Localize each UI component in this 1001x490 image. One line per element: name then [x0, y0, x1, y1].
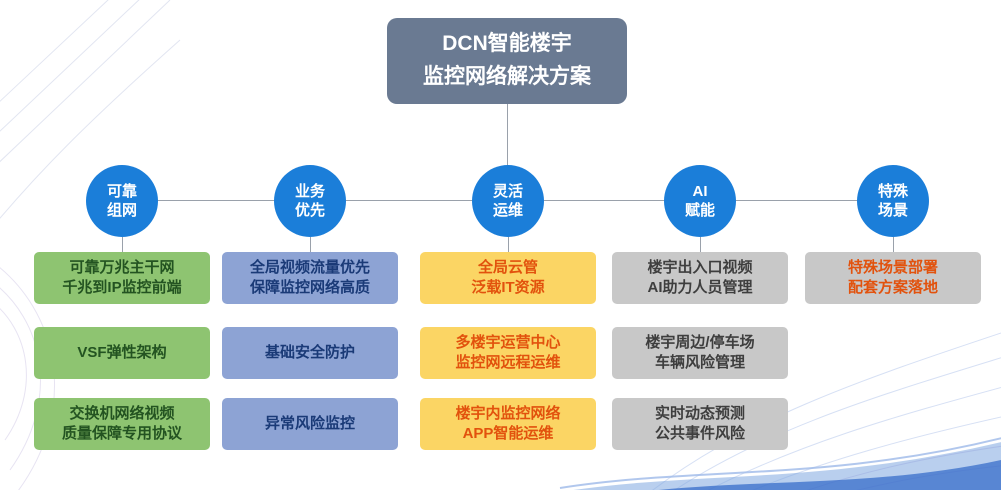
feature-text-line: 质量保障专用协议 — [61, 425, 182, 442]
feature-text-line: 基础安全防护 — [264, 343, 355, 361]
branch-label-line: 业务 — [294, 182, 325, 200]
feature-text-line: 楼宇周边/停车场 — [645, 333, 755, 351]
feature-box: 全局云管 泛载IT资源 — [420, 252, 596, 304]
branch-circle-reliable-network: 可靠 组网 — [86, 165, 158, 237]
feature-text-line: 异常风险监控 — [264, 414, 355, 432]
feature-box: 多楼宇运营中心 监控网远程运维 — [420, 327, 596, 379]
feature-text-line: AI助力人员管理 — [647, 279, 753, 296]
branch-label-line: 场景 — [877, 202, 908, 219]
feature-text-line: 交换机网络视频 — [69, 404, 175, 422]
connector-branch-5 — [893, 237, 894, 252]
branch-label-line: 可靠 — [106, 182, 137, 200]
feature-text-line: 楼宇出入口视频 — [647, 258, 753, 276]
feature-box: 可靠万兆主干网 千兆到IP监控前端 — [34, 252, 210, 304]
feature-text-line: 监控网远程运维 — [455, 354, 561, 371]
connector-root-vertical — [507, 104, 508, 200]
feature-text-line: 实时动态预测 — [654, 404, 745, 422]
feature-box: 楼宇周边/停车场 车辆风险管理 — [612, 327, 788, 379]
feature-text-line: APP智能运维 — [462, 425, 554, 442]
connector-branch-2 — [310, 237, 311, 252]
branch-label-line: 运维 — [492, 202, 523, 219]
root-title-line1: DCN智能楼宇 — [442, 32, 572, 56]
branch-label-line: 优先 — [294, 202, 325, 219]
feature-box: VSF弹性架构 — [34, 327, 210, 379]
branch-circle-business-first: 业务 优先 — [274, 165, 346, 237]
feature-text-line: 特殊场景部署 — [847, 258, 938, 276]
feature-text-line: 配套方案落地 — [847, 279, 938, 296]
feature-box: 楼宇出入口视频 AI助力人员管理 — [612, 252, 788, 304]
feature-text-line: VSF弹性架构 — [77, 343, 167, 361]
root-title-line2: 监控网络解决方案 — [423, 65, 591, 88]
feature-text-line: 公共事件风险 — [654, 425, 745, 442]
branch-label-line: 灵活 — [492, 182, 523, 200]
connector-branch-1 — [122, 237, 123, 252]
branch-circle-special-scenarios: 特殊 场景 — [857, 165, 929, 237]
branch-circle-flexible-ops: 灵活 运维 — [472, 165, 544, 237]
connector-branch-4 — [700, 237, 701, 252]
feature-text-line: 千兆到IP监控前端 — [62, 279, 182, 296]
root-node: DCN智能楼宇 监控网络解决方案 — [387, 18, 627, 104]
feature-text-line: 多楼宇运营中心 — [455, 333, 561, 351]
feature-text-line: 全局云管 — [477, 258, 538, 276]
feature-box: 全局视频流量优先 保障监控网络高质 — [222, 252, 398, 304]
feature-box: 基础安全防护 — [222, 327, 398, 379]
branch-label-line: 赋能 — [684, 202, 715, 219]
branch-circle-ai-enablement: AI 赋能 — [664, 165, 736, 237]
feature-box: 交换机网络视频 质量保障专用协议 — [34, 398, 210, 450]
branch-label-line: AI — [692, 182, 708, 200]
feature-text-line: 楼宇内监控网络 — [455, 404, 561, 422]
branch-label-line: 组网 — [106, 202, 137, 219]
feature-text-line: 保障监控网络高质 — [249, 279, 370, 296]
feature-box: 楼宇内监控网络 APP智能运维 — [420, 398, 596, 450]
branch-label-line: 特殊 — [877, 182, 908, 200]
feature-text-line: 泛载IT资源 — [471, 279, 545, 296]
feature-text-line: 可靠万兆主干网 — [69, 258, 175, 276]
feature-box: 实时动态预测 公共事件风险 — [612, 398, 788, 450]
feature-text-line: 全局视频流量优先 — [249, 258, 370, 276]
connector-branch-3 — [508, 237, 509, 252]
feature-box: 异常风险监控 — [222, 398, 398, 450]
feature-text-line: 车辆风险管理 — [654, 354, 745, 371]
feature-box: 特殊场景部署 配套方案落地 — [805, 252, 981, 304]
